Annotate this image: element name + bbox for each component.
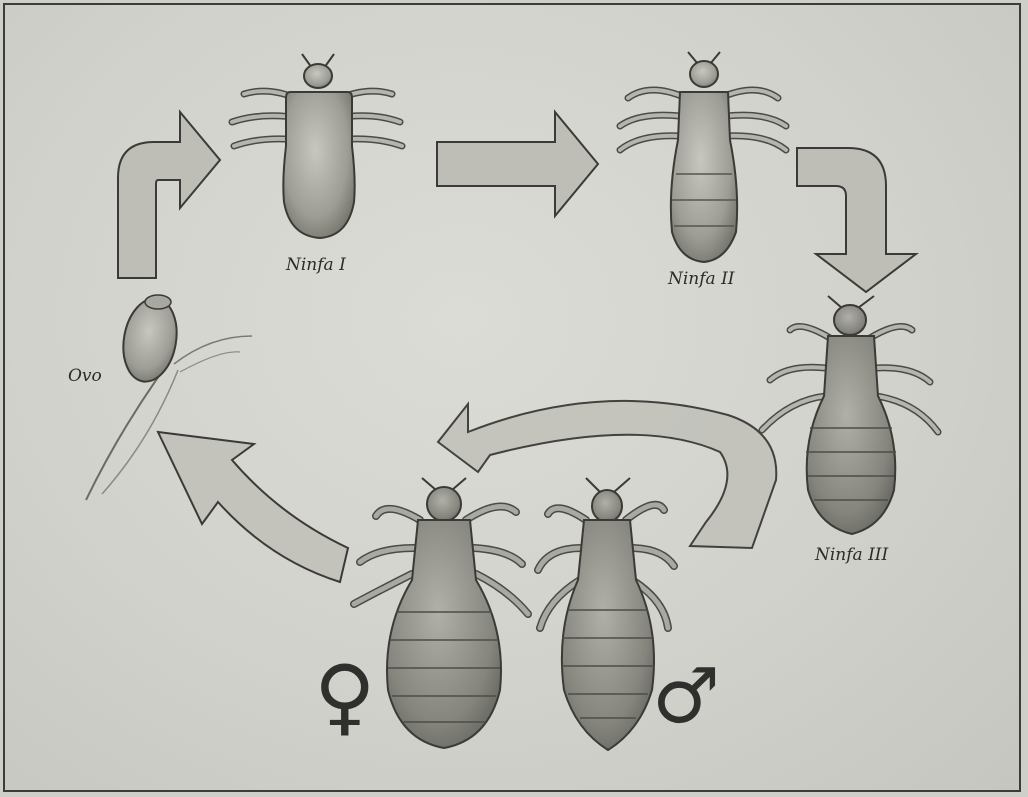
arrow-egg-to-nymph1 bbox=[118, 112, 220, 278]
arrow-adults-to-egg bbox=[158, 432, 348, 582]
egg-label: Ovo bbox=[68, 366, 102, 386]
arrow-nymph1-to-nymph2 bbox=[437, 112, 598, 216]
female-symbol: ♀ bbox=[314, 654, 376, 738]
nymph1-label: Ninfa I bbox=[286, 255, 346, 275]
nymph1-illustration bbox=[232, 54, 402, 238]
arrow-nymph2-to-nymph3 bbox=[797, 148, 916, 292]
nymph3-label: Ninfa III bbox=[815, 545, 888, 565]
nymph3-illustration bbox=[762, 296, 938, 534]
nymph2-illustration bbox=[620, 52, 786, 262]
nymph2-label: Ninfa II bbox=[668, 269, 735, 289]
male-symbol: ♂ bbox=[652, 658, 720, 734]
female-adult-illustration bbox=[354, 478, 528, 748]
